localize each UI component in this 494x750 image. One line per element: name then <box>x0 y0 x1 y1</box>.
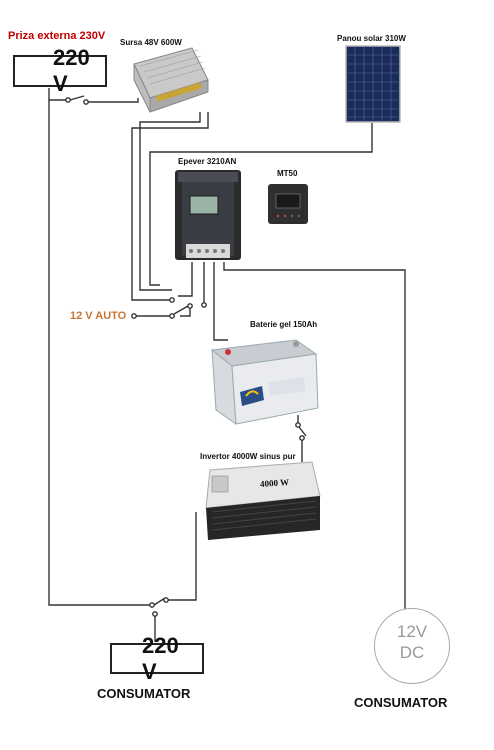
switch-grid-contact-2 <box>83 99 89 105</box>
switch-auto-contact-2 <box>187 303 193 309</box>
switch-cons-contact-3 <box>152 611 158 617</box>
dc-load-circle: 12V DC <box>374 608 450 684</box>
switch-cons-contact-1 <box>149 602 155 608</box>
battery-label: Baterie gel 150Ah <box>250 320 318 329</box>
battery <box>210 339 319 426</box>
wire-grid-psu-2 <box>86 98 139 103</box>
switch-cons-blade <box>153 597 166 606</box>
solar-label: Panou solar 310W <box>337 34 406 43</box>
wire-psu-out-2 <box>139 112 201 291</box>
auto-label: 12 V AUTO <box>70 310 127 322</box>
inverter-power-label: 4000 W <box>259 476 290 490</box>
psu-device <box>133 47 209 113</box>
switch-ctrl-contact-2 <box>201 302 207 308</box>
switch-ctrl-contact <box>169 297 175 303</box>
switch-auto-blade <box>173 305 189 315</box>
charge-controller <box>175 170 241 260</box>
switch-grid-contact-1 <box>65 97 71 103</box>
mt50-meter <box>268 184 308 224</box>
grid-label: Priza externa 230V <box>8 30 106 42</box>
voltage-badge-top: 220 V <box>13 45 107 96</box>
switches <box>65 95 307 617</box>
wire-auto-2 <box>180 306 191 317</box>
switch-auto-contact-1 <box>169 313 175 319</box>
wire-psu-out <box>131 112 209 301</box>
switch-bat-contact-2 <box>299 435 305 441</box>
wire-grid-left <box>48 88 152 606</box>
wires <box>48 88 406 642</box>
switch-cons-contact-2 <box>163 597 169 603</box>
inverter-label: Invertor 4000W sinus pur <box>200 452 296 461</box>
wire-ctrl-a <box>178 262 193 297</box>
switch-grid-blade <box>69 95 85 101</box>
consumer-dc-label: CONSUMATOR <box>354 695 448 710</box>
controller-label: Epever 3210AN <box>178 157 237 166</box>
wire-ctrl-load <box>223 262 406 620</box>
consumer-ac-label: CONSUMATOR <box>97 686 191 701</box>
switch-bat-contact-1 <box>295 422 301 428</box>
voltage-badge-top-text: 220 V <box>53 45 90 96</box>
switch-auto-end <box>131 313 137 319</box>
wire-solar <box>149 123 373 286</box>
switch-bat-blade <box>298 426 307 437</box>
voltage-badge-bottom: 220 V <box>110 633 204 684</box>
psu-label: Sursa 48V 600W <box>120 38 182 47</box>
solar-panel <box>345 45 401 123</box>
meter-label: MT50 <box>277 169 298 178</box>
inverter <box>205 461 321 540</box>
voltage-badge-bottom-text: 220 V <box>142 632 179 684</box>
wire-inv-out <box>166 512 197 601</box>
dc-voltage-text: 12V <box>396 622 428 641</box>
wire-ctrl-c <box>213 262 228 341</box>
dc-type-text: DC <box>399 643 425 662</box>
